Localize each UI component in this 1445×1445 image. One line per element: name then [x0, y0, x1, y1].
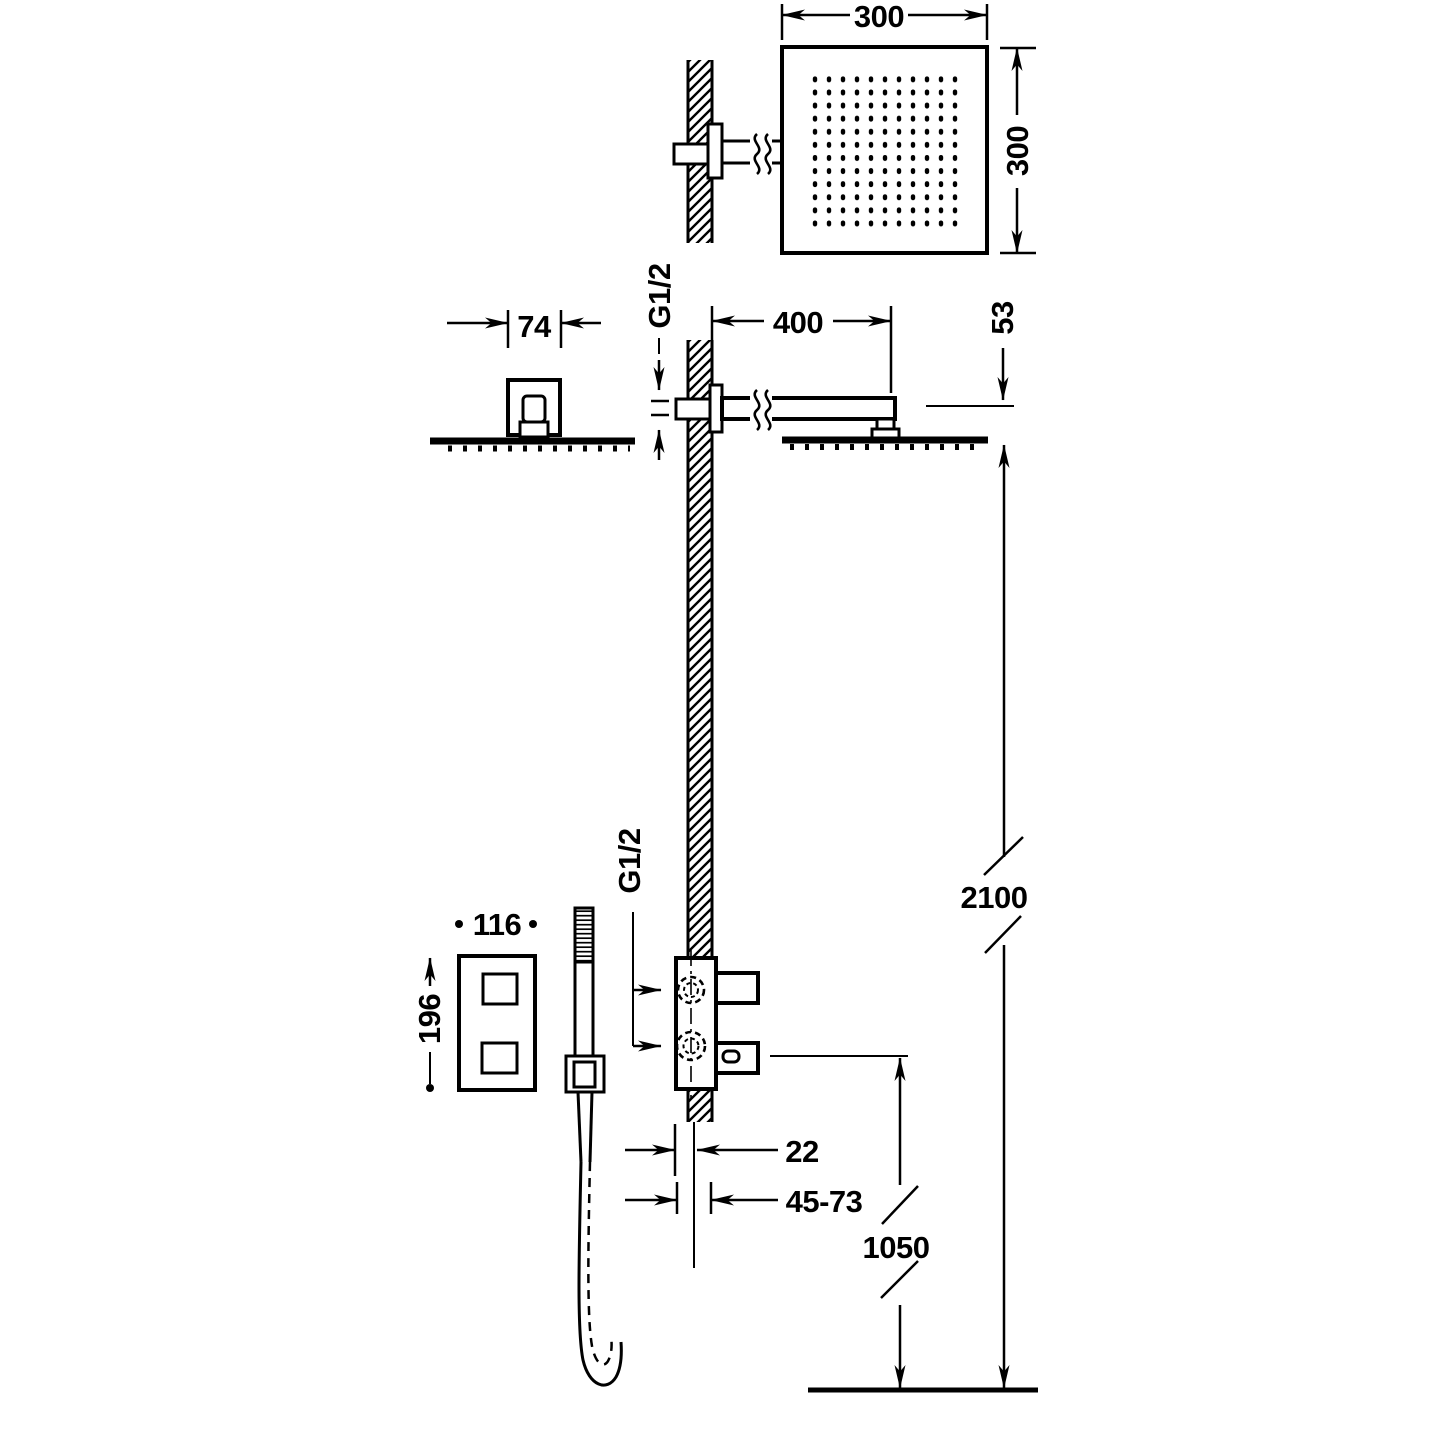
- shower-arm-front-view: 74: [430, 309, 635, 452]
- arm-front: [521, 394, 547, 424]
- nozzle-dot-grid: [808, 73, 962, 231]
- mixer-port-lower: [675, 1030, 707, 1062]
- label-mixer-thread: G1/2: [612, 828, 647, 893]
- dim-arm-drop: 53: [926, 301, 1020, 407]
- mixer-port-upper-inner: [683, 982, 699, 998]
- handle-grip-texture: [573, 906, 595, 964]
- dim-label-wall-offset: 22: [785, 1134, 818, 1169]
- shower-arm: [720, 396, 897, 421]
- hand-shower: [564, 906, 623, 1387]
- dim-label-mounting-depth-range: 45-73: [786, 1184, 863, 1219]
- mixer-body-side-view: [674, 950, 760, 1098]
- cartridge-slot: [721, 1049, 741, 1064]
- shower-arm-side-view: 400 53: [674, 301, 1020, 450]
- dim-label-plate-height: 196: [412, 994, 447, 1044]
- dim-head-height: 300: [1000, 46, 1036, 255]
- mixer-cartridge-upper: [714, 971, 760, 1005]
- label-arm-thread: G1/2: [642, 263, 677, 328]
- in-wall-pipe: [672, 142, 712, 166]
- dim-label-arm-drop: 53: [985, 301, 1020, 335]
- dim-label-bracket-width: 74: [517, 309, 552, 344]
- dim-head-width: 300: [780, 0, 989, 40]
- pipe-break-icon: [764, 133, 772, 175]
- dim-mixer-height: 1050: [770, 1055, 930, 1389]
- wall-depth-dimensions: 22 45-73: [625, 1122, 863, 1268]
- dim-arm-length: 400: [710, 305, 893, 393]
- flow-handle: [480, 1041, 519, 1075]
- dim-label-head-height: 300: [1000, 126, 1035, 176]
- dim-label-overall-height: 2100: [961, 880, 1028, 915]
- shower-hose-inner: [587, 1161, 613, 1366]
- thermostat-handle: [481, 972, 519, 1006]
- dim-label-head-width: 300: [854, 0, 904, 34]
- dim-label-plate-width: 116: [473, 907, 522, 942]
- thermostatic-plate-front-view: 116 196: [412, 907, 537, 1092]
- arm-thread-callout: G1/2: [642, 263, 677, 460]
- dim-mounting-depth-range: 45-73: [625, 1182, 863, 1219]
- overhead-shower-top-view: 300 300: [672, 0, 1036, 255]
- mixer-thread-callout: G1/2: [612, 828, 662, 1052]
- dim-plate-height: 196: [412, 957, 447, 1092]
- pipe-break-icon: [764, 389, 772, 431]
- dim-overall-height: 2100: [961, 444, 1028, 1389]
- arm-flange: [706, 122, 724, 180]
- mixer-cartridge-lower: [714, 1041, 760, 1075]
- pipe-break-icon: [753, 389, 761, 431]
- arm-connector: [518, 420, 550, 439]
- mixer-port-lower-inner: [682, 1037, 700, 1055]
- pipe-break-icon: [753, 133, 761, 175]
- dim-wall-offset: 22: [625, 1124, 819, 1176]
- in-wall-pipe: [674, 397, 712, 421]
- dim-label-arm-length: 400: [773, 305, 823, 340]
- holder-clip: [572, 1060, 597, 1089]
- dim-plate-width: 116: [455, 907, 537, 942]
- mixer-port-upper: [676, 975, 706, 1005]
- dim-label-mixer-height: 1050: [863, 1230, 930, 1265]
- dim-bracket-width: 74: [447, 309, 601, 348]
- shower-hose-outer: [577, 1161, 623, 1387]
